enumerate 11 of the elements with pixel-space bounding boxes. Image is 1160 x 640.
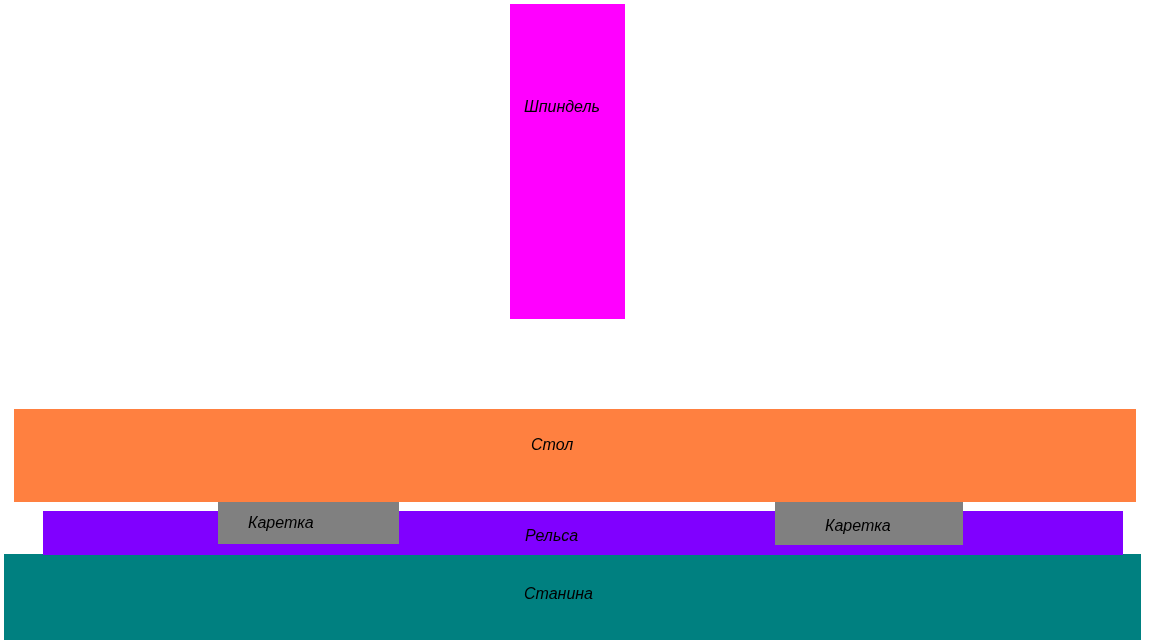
carriage-block	[775, 502, 963, 545]
bed-block	[4, 554, 1141, 640]
part-label: Станина	[524, 585, 593, 603]
part-label: Каретка	[825, 517, 891, 535]
part-label: Шпиндель	[524, 98, 600, 116]
part-label: Каретка	[248, 514, 314, 532]
carriage-block	[218, 502, 399, 544]
table-block	[14, 409, 1136, 502]
part-label: Рельса	[525, 527, 579, 545]
part-label: Стол	[531, 436, 574, 454]
spindle-block	[510, 4, 625, 319]
